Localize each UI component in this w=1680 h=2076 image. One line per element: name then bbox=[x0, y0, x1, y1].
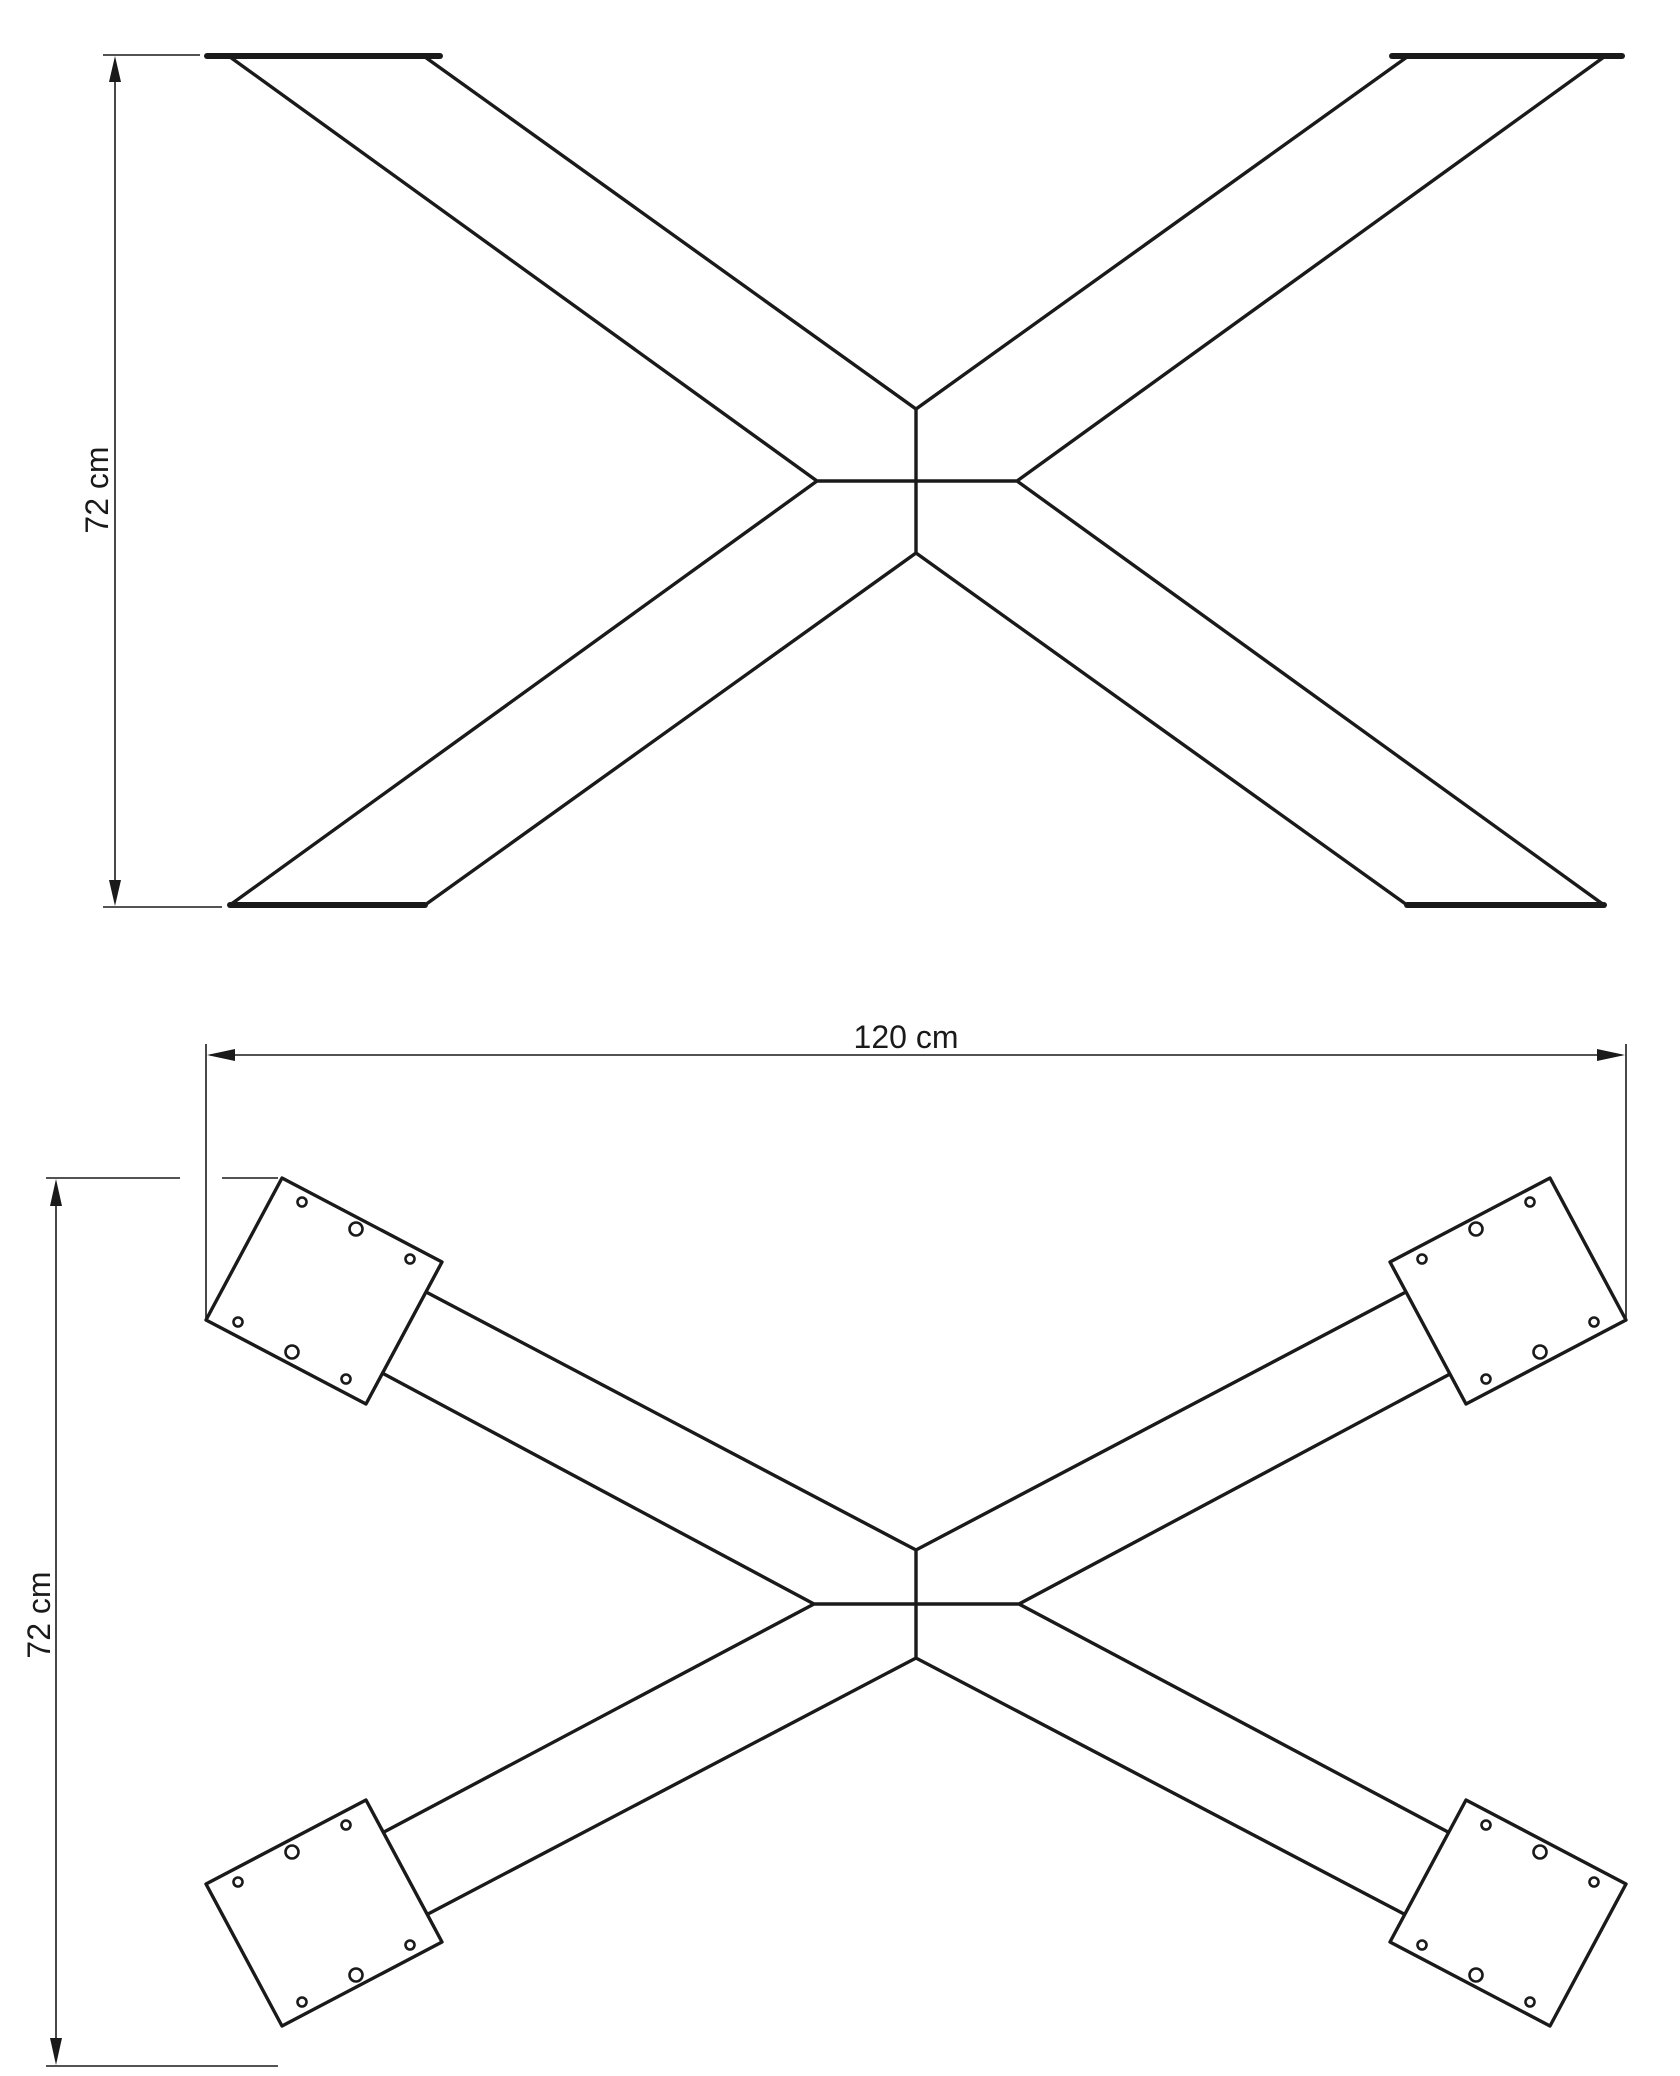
plate-hole bbox=[1524, 1996, 1536, 2008]
plate-hole bbox=[1480, 1373, 1492, 1385]
plate-hole bbox=[340, 1373, 352, 1385]
plate-bottom-left bbox=[204, 1798, 444, 2028]
top-view: 120 cm 72 cm bbox=[21, 1019, 1628, 2067]
plate-top-right bbox=[1388, 1176, 1628, 1406]
plate-hole bbox=[284, 1844, 300, 1860]
plate-hole bbox=[1468, 1221, 1484, 1237]
front-view: 72 cm bbox=[79, 53, 1625, 908]
plate-hole bbox=[340, 1819, 352, 1831]
plate-hole bbox=[296, 1196, 308, 1208]
top-depth-label: 72 cm bbox=[21, 1571, 57, 1658]
plate-hole bbox=[1524, 1196, 1536, 1208]
plate-top-left bbox=[204, 1176, 444, 1406]
top-depth-arrow-bottom bbox=[50, 2038, 62, 2065]
plate-bottom-left-outline bbox=[204, 1798, 444, 2028]
plate-hole bbox=[404, 1939, 416, 1951]
plate-hole bbox=[1588, 1876, 1600, 1888]
top-depth-arrow-top bbox=[50, 1179, 62, 1206]
plate-bottom-right-outline bbox=[1388, 1798, 1628, 2028]
plate-hole bbox=[1480, 1819, 1492, 1831]
front-x-frame bbox=[228, 55, 1606, 907]
plate-hole bbox=[1468, 1967, 1484, 1983]
plate-hole bbox=[1416, 1939, 1428, 1951]
plate-hole bbox=[1416, 1253, 1428, 1265]
top-width-arrow-right bbox=[1597, 1049, 1625, 1061]
plate-top-right-outline bbox=[1388, 1176, 1628, 1406]
plate-hole bbox=[296, 1996, 308, 2008]
front-dim-arrow-bottom bbox=[109, 880, 121, 906]
plate-bottom-right bbox=[1388, 1798, 1628, 2028]
plate-hole bbox=[404, 1253, 416, 1265]
plate-hole bbox=[1588, 1316, 1600, 1328]
plate-hole bbox=[232, 1316, 244, 1328]
front-height-label: 72 cm bbox=[79, 446, 115, 533]
plate-hole bbox=[348, 1221, 364, 1237]
plate-hole bbox=[1532, 1344, 1548, 1360]
plate-hole bbox=[232, 1876, 244, 1888]
plate-hole bbox=[284, 1344, 300, 1360]
plate-hole bbox=[1532, 1844, 1548, 1860]
plate-hole bbox=[348, 1967, 364, 1983]
top-width-label: 120 cm bbox=[854, 1019, 959, 1055]
top-width-arrow-left bbox=[207, 1049, 235, 1061]
front-dim-arrow-top bbox=[109, 56, 121, 82]
top-x-frame bbox=[382, 1291, 1452, 1916]
plate-top-left-outline bbox=[204, 1176, 444, 1406]
